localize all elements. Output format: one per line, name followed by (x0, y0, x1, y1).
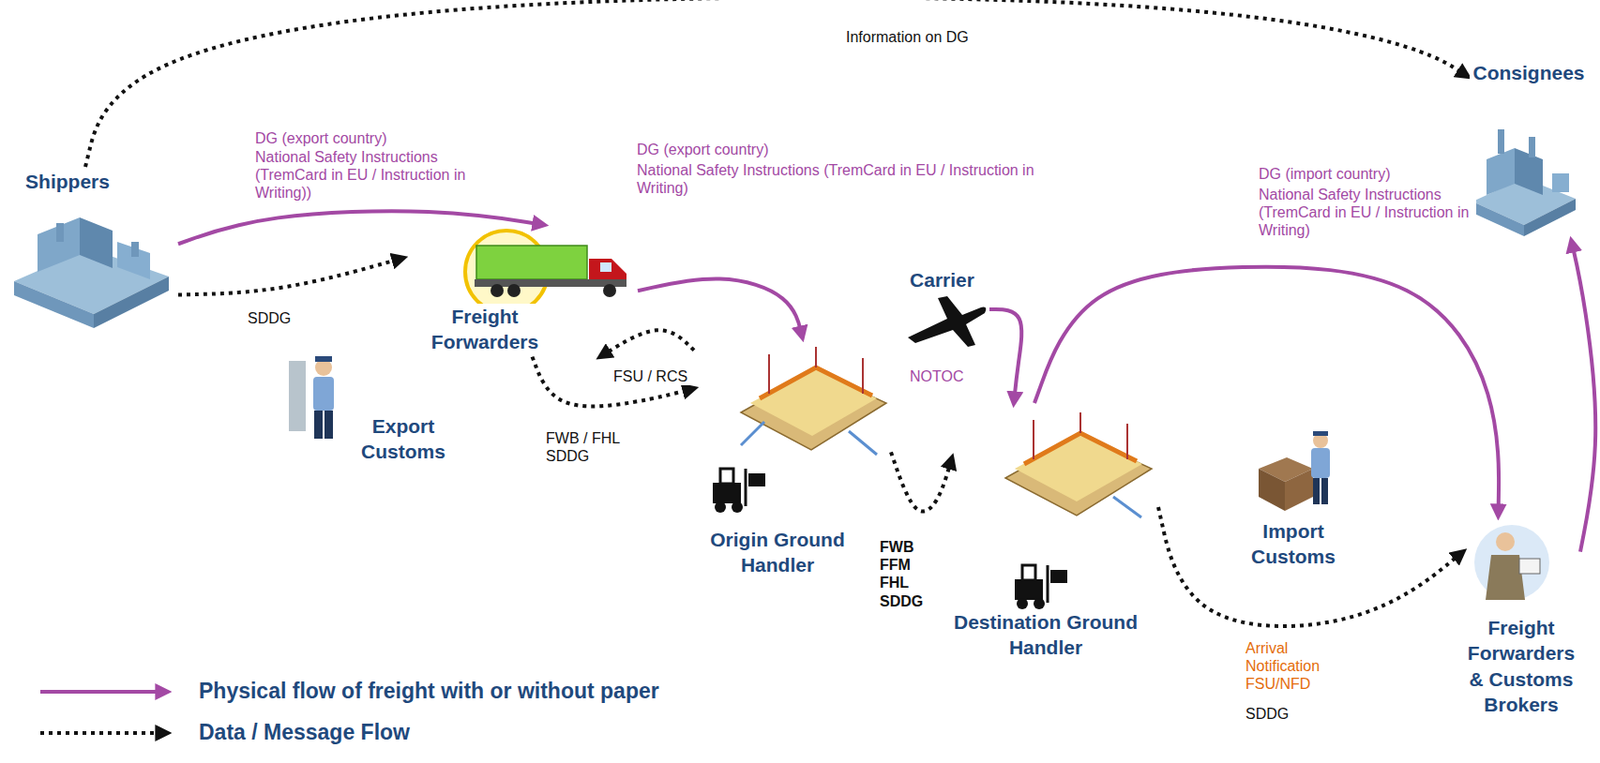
actor-node: Export Customs (281, 351, 451, 479)
factory-icon (1472, 129, 1576, 237)
freight-flow-arrow (989, 309, 1022, 404)
airport-icon (740, 347, 887, 455)
legend-text: Physical flow of freight with or without… (198, 679, 660, 705)
freight-flow-arrow (178, 211, 544, 244)
freight-flow-arrow (637, 278, 803, 338)
data-flow-arrow (1158, 507, 1464, 627)
actor-node: Origin Ground Handler (694, 337, 891, 593)
actor-node: Freight Forwarders (403, 225, 638, 358)
factory-icon (14, 217, 169, 329)
actor-name: Import Customs (1237, 518, 1349, 571)
data-flow-arrow (178, 257, 404, 295)
actor-name: Consignees (1469, 60, 1588, 86)
customs-officer-icon (288, 356, 334, 439)
flow-label: FSU / RCS (611, 367, 700, 386)
note-label: National Safety Instructions (TremCard i… (1256, 185, 1477, 241)
freight-flow-arrow (1034, 267, 1499, 516)
actor-node: Destination Ground Handler (951, 403, 1159, 678)
flow-label: FWB / FHL SDDG (543, 429, 633, 466)
data-flow-arrow (85, 0, 1468, 167)
legend-line-sample (37, 682, 179, 702)
note-label: NOTOC (907, 367, 987, 386)
legend-row: Data / Message Flow (37, 720, 410, 746)
legend-line (40, 690, 167, 695)
airplane-icon (907, 296, 986, 348)
note-label: SDDG (1243, 705, 1323, 724)
actor-name: Carrier (902, 267, 982, 293)
legend-text: Data / Message Flow (198, 720, 410, 746)
actor-node: Consignees (1467, 58, 1590, 242)
data-flow-arrow (600, 330, 695, 357)
broker-icon (1474, 525, 1550, 601)
actor-node: Freight Forwarders & Customs Brokers (1463, 515, 1581, 758)
truck-icon (465, 230, 627, 314)
data-flow-arrow (890, 452, 952, 512)
flow-label: DG (export country) (253, 129, 483, 148)
actor-node: Shippers (9, 166, 179, 332)
actor-name: Export Customs (358, 413, 449, 466)
actor-node: Carrier (900, 267, 990, 352)
forklift-icon (1014, 565, 1068, 610)
flow-label: Information on DG (844, 28, 1055, 46)
note-label: National Safety Instructions (TremCard i… (253, 148, 487, 203)
customs-crate-icon (1258, 431, 1330, 512)
actor-name: Origin Ground Handler (694, 527, 861, 579)
actor-name: Shippers (20, 168, 115, 195)
flow-label: SDDG (245, 309, 325, 328)
actor-name: Destination Ground Handler (951, 609, 1140, 662)
legend-row: Physical flow of freight with or without… (37, 679, 660, 705)
legend-line (40, 731, 167, 736)
actor-name: Freight Forwarders (405, 303, 565, 356)
flow-label: DG (import country) (1256, 165, 1477, 183)
airport-icon (1005, 412, 1152, 518)
actor-node: Import Customs (1237, 426, 1351, 582)
freight-flow-arrow (1571, 241, 1597, 553)
legend-line-sample (37, 724, 179, 743)
flow-label: DG (export country) (634, 140, 1052, 159)
actor-name: Freight Forwarders & Customs Brokers (1464, 615, 1578, 718)
flow-label: Arrival Notification FSU/NFD (1243, 639, 1351, 695)
forklift-icon (712, 468, 766, 514)
note-label: National Safety Instructions (TremCard i… (634, 161, 1052, 197)
flow-label: FWB FFM FHL SDDG (877, 538, 936, 611)
